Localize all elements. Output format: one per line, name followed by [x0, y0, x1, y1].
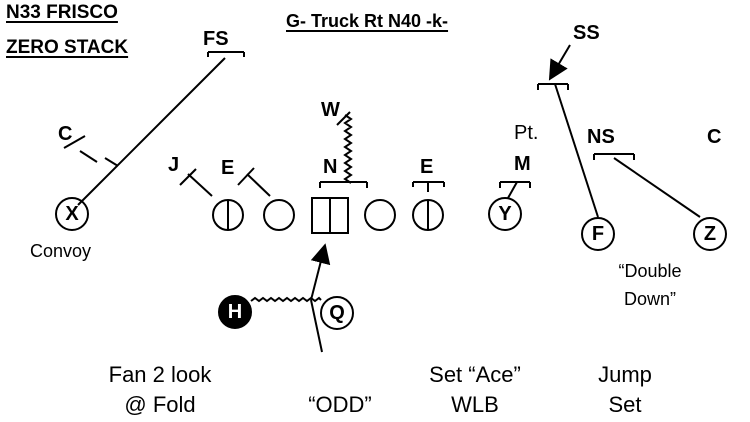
fs-label: FS	[203, 28, 229, 50]
jump-note-2: Set	[608, 392, 642, 417]
jump-note-1: Jump	[598, 362, 652, 387]
q-circle	[320, 296, 354, 330]
c-left-leverage	[63, 135, 86, 149]
y-letter: Y	[498, 203, 512, 225]
right-guard-circle	[364, 199, 396, 231]
ns-z-line	[613, 157, 701, 218]
fan-note-1: Fan 2 look	[108, 362, 212, 387]
c-right-label: C	[707, 126, 722, 148]
ss-label: SS	[573, 22, 600, 44]
w-zigzag	[343, 114, 353, 184]
j-leverage	[187, 173, 213, 197]
c-left-label: C	[58, 123, 73, 145]
title-line-1: N33 FRISCO	[6, 2, 118, 23]
double-down-note-1: “Double	[618, 261, 682, 281]
y-circle	[488, 197, 522, 231]
e-right-label: E	[420, 156, 434, 178]
set-ace-note-2: WLB	[451, 392, 499, 417]
z-circle	[693, 217, 727, 251]
j-label: J	[168, 154, 180, 176]
z-letter: Z	[703, 223, 717, 245]
title-line-2: ZERO STACK	[6, 37, 129, 58]
fs-x-line	[77, 57, 226, 206]
f-circle	[581, 217, 615, 251]
fan-note-2: @ Fold	[124, 392, 196, 417]
pt-label: Pt.	[514, 122, 539, 144]
ss-f-line	[554, 83, 599, 218]
x-letter: X	[65, 203, 79, 225]
ns-label: NS	[587, 126, 615, 148]
e-left-label: E	[221, 157, 235, 179]
w-label: W	[321, 99, 340, 121]
qb-drop	[310, 299, 323, 353]
h-letter: H	[227, 301, 243, 323]
x-circle	[55, 197, 89, 231]
set-ace-note-1: Set “Ace”	[429, 362, 521, 387]
f-letter: F	[591, 223, 605, 245]
odd-note: “ODD”	[308, 392, 372, 417]
double-down-note-2: Down”	[623, 289, 676, 309]
m-label: M	[514, 153, 531, 175]
play-call: G- Truck Rt N40 -k-	[286, 11, 449, 31]
q-letter: Q	[329, 302, 345, 324]
h-circle	[218, 295, 252, 329]
n-label: N	[323, 156, 338, 178]
convoy-note: Convoy	[30, 241, 92, 261]
left-guard-circle	[263, 199, 295, 231]
ss-arrow	[548, 44, 571, 81]
e-left-leverage	[246, 173, 271, 197]
qb-arrow	[310, 243, 331, 301]
